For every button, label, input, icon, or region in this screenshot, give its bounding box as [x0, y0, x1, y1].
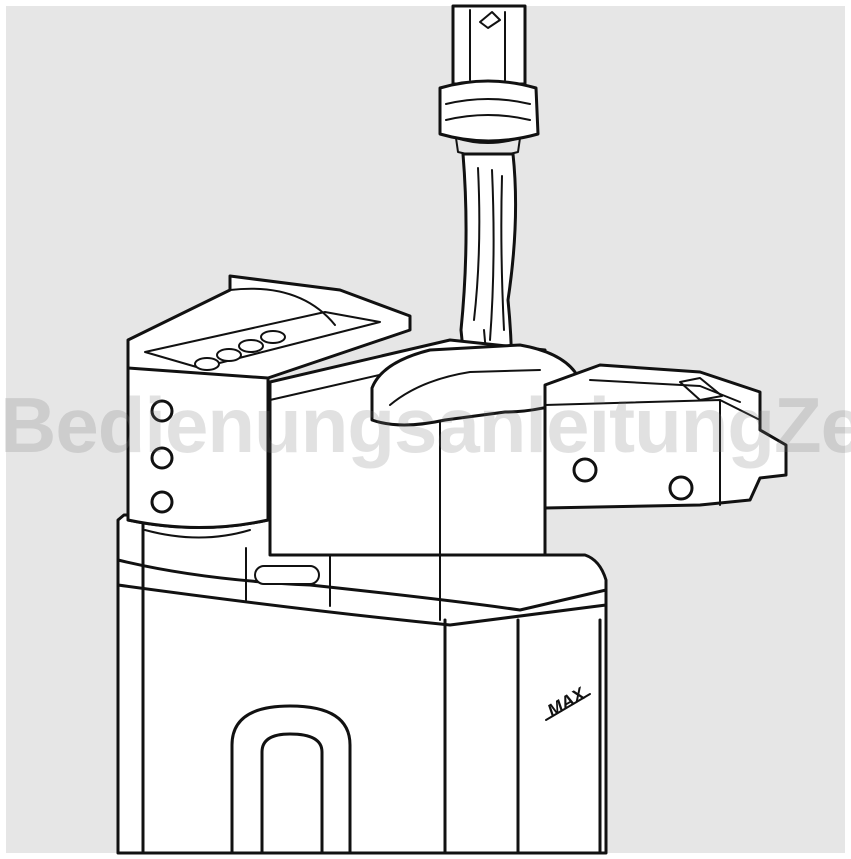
- tank-body: MAX: [116, 513, 608, 855]
- faucet: [438, 4, 540, 157]
- tank-lid: [268, 338, 580, 621]
- tank-slot: [254, 565, 320, 585]
- left-control-module: [126, 274, 412, 539]
- latch-mechanism: [543, 363, 788, 510]
- faucet-nozzle: [438, 79, 540, 143]
- tank-handle: [230, 704, 352, 855]
